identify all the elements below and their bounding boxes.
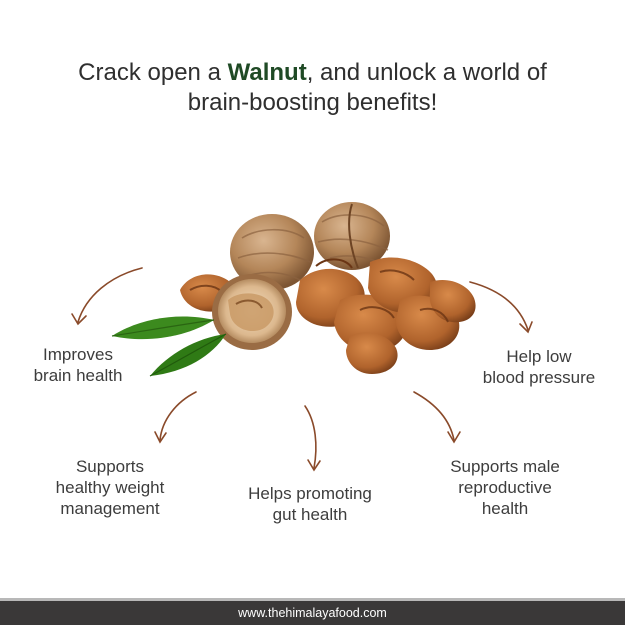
benefit-blood-pressure: Help low blood pressure — [466, 346, 612, 388]
benefit-line: gut health — [272, 505, 348, 524]
benefit-line: brain health — [33, 366, 123, 385]
whole-walnut-left — [230, 214, 314, 290]
headline-prefix: Crack open a — [78, 59, 228, 86]
benefit-line: healthy weight — [55, 478, 165, 497]
benefit-line: Helps promoting — [248, 484, 372, 503]
arrow-weight — [154, 391, 197, 444]
benefit-line: blood pressure — [482, 368, 596, 387]
arrow-gut-health — [304, 405, 321, 472]
benefit-line: management — [60, 499, 160, 518]
leaves — [111, 316, 227, 377]
arrow-reproductive — [413, 391, 461, 444]
arrow-blood-pressure — [469, 281, 533, 334]
footer-bar: www.thehimalayafood.com — [0, 598, 625, 625]
benefit-gut-health: Helps promoting gut health — [226, 483, 394, 525]
benefit-line: Supports — [75, 457, 145, 476]
headline-suffix: , and unlock a world of — [306, 59, 547, 86]
headline-line-1: Crack open a Walnut, and unlock a world … — [0, 58, 625, 88]
benefit-line: reproductive — [458, 478, 552, 497]
headline-line-2: brain-boosting benefits! — [187, 89, 438, 116]
benefit-brain-health: Improves brain health — [18, 344, 138, 386]
benefit-weight-management: Supports healthy weight management — [34, 456, 186, 519]
benefit-line: Improves — [43, 345, 113, 364]
benefit-line: Help low — [506, 347, 572, 366]
benefit-line: health — [481, 499, 529, 518]
benefit-reproductive-health: Supports male reproductive health — [428, 456, 582, 519]
arrow-brain-health — [71, 267, 143, 326]
half-walnut — [212, 274, 292, 350]
headline: Crack open a Walnut, and unlock a world … — [0, 58, 625, 118]
benefit-line: Supports male — [450, 457, 560, 476]
footer-url[interactable]: www.thehimalayafood.com — [238, 606, 387, 620]
headline-brand-word: Walnut — [227, 59, 307, 86]
walnut-kernels — [180, 257, 476, 374]
